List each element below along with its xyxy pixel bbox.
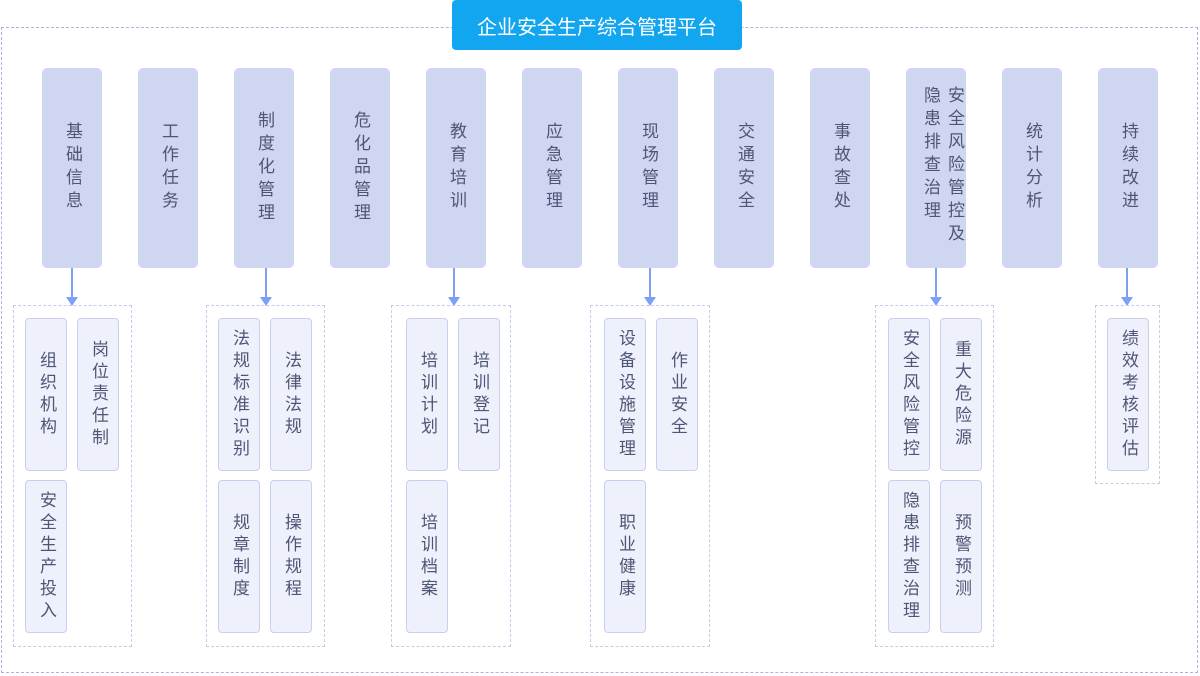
sub-training-plan[interactable]: 培训计划: [406, 318, 448, 471]
group-risk: [875, 305, 994, 647]
sub-risk-control[interactable]: 安全风险管控: [888, 318, 930, 471]
sub-laws[interactable]: 法律法规: [270, 318, 312, 471]
sub-occupational-health[interactable]: 职业健康: [604, 480, 646, 633]
module-continuous-improvement[interactable]: 持续改进: [1098, 68, 1158, 268]
group-system: [206, 305, 325, 647]
sub-procedures[interactable]: 操作规程: [270, 480, 312, 633]
sub-hidden-danger[interactable]: 隐患排查治理: [888, 480, 930, 633]
platform-title: 企业安全生产综合管理平台: [452, 0, 742, 50]
group-improve: [1095, 305, 1160, 484]
sub-post-responsibility[interactable]: 岗位责任制: [77, 318, 119, 471]
sub-rules[interactable]: 规章制度: [218, 480, 260, 633]
module-accident-investigation[interactable]: 事故查处: [810, 68, 870, 268]
sub-training-archive[interactable]: 培训档案: [406, 480, 448, 633]
arrow-icon: [260, 268, 272, 306]
arrow-icon: [1121, 268, 1133, 306]
group-site: [590, 305, 710, 647]
module-emergency[interactable]: 应急管理: [522, 68, 582, 268]
module-system-management[interactable]: 制度化管理: [234, 68, 294, 268]
sub-early-warning[interactable]: 预警预测: [940, 480, 982, 633]
arrow-icon: [66, 268, 78, 306]
module-basic-info[interactable]: 基础信息: [42, 68, 102, 268]
group-training: [391, 305, 511, 647]
sub-safety-investment[interactable]: 安全生产投入: [25, 480, 67, 633]
module-statistics[interactable]: 统计分析: [1002, 68, 1062, 268]
module-risk-control[interactable]: 安全风险管控及隐患排查治理: [906, 68, 966, 268]
group-basic-info: [13, 305, 132, 647]
module-education-training[interactable]: 教育培训: [426, 68, 486, 268]
sub-equipment[interactable]: 设备设施管理: [604, 318, 646, 471]
sub-regulation-identification[interactable]: 法规标准识别: [218, 318, 260, 471]
arrow-icon: [930, 268, 942, 306]
module-traffic-safety[interactable]: 交通安全: [714, 68, 774, 268]
module-site-management[interactable]: 现场管理: [618, 68, 678, 268]
module-work-tasks[interactable]: 工作任务: [138, 68, 198, 268]
sub-major-hazard[interactable]: 重大危险源: [940, 318, 982, 471]
sub-training-registration[interactable]: 培训登记: [458, 318, 500, 471]
module-hazardous-chemicals[interactable]: 危化品管理: [330, 68, 390, 268]
arrow-icon: [644, 268, 656, 306]
sub-org-structure[interactable]: 组织机构: [25, 318, 67, 471]
arrow-icon: [448, 268, 460, 306]
sub-performance[interactable]: 绩效考核评估: [1107, 318, 1149, 471]
sub-work-safety[interactable]: 作业安全: [656, 318, 698, 471]
